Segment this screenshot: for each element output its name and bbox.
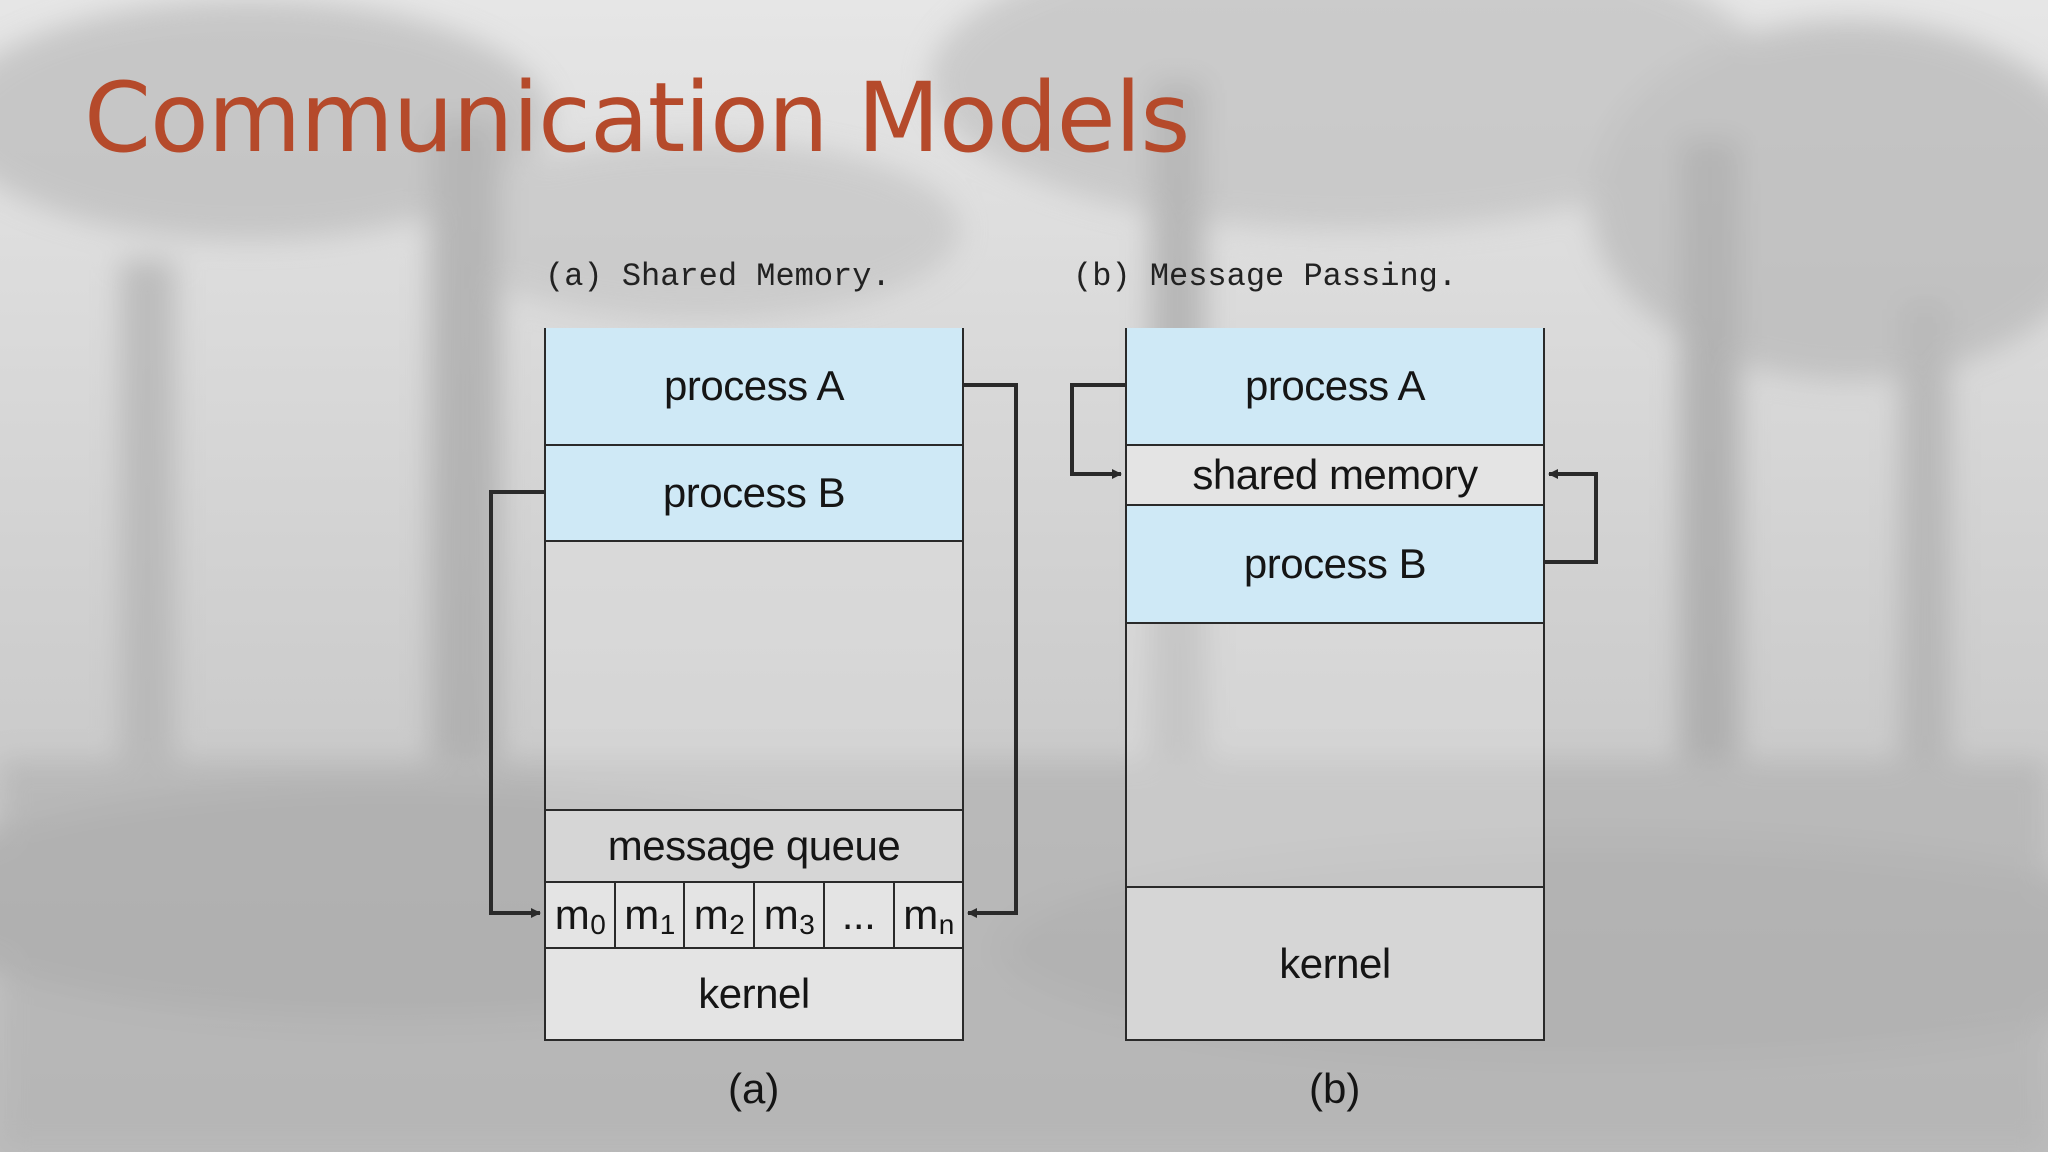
queue-cell-base: m bbox=[693, 891, 729, 938]
message-queue-block: message queue bbox=[546, 809, 962, 881]
process-b-block: process B bbox=[546, 444, 962, 540]
queue-cell-subscript: 3 bbox=[799, 909, 815, 940]
queue-cell-base: m bbox=[903, 891, 938, 938]
queue-cell-subscript: 0 bbox=[590, 909, 606, 940]
process-a-block: process A bbox=[1127, 328, 1543, 444]
queue-cell-subscript: n bbox=[938, 909, 955, 940]
queue-cell-base: m bbox=[554, 891, 590, 938]
free-space-block bbox=[1127, 622, 1543, 886]
queue-cell-ellipsis: ... bbox=[825, 883, 895, 947]
process-b-block: process B bbox=[1127, 504, 1543, 622]
free-space-block bbox=[546, 540, 962, 809]
queue-cell-subscript: 2 bbox=[729, 909, 745, 940]
message-passing-heading: (b) Message Passing. bbox=[1073, 258, 1458, 295]
queue-cell-base: ... bbox=[841, 891, 876, 938]
caption-a: (a) bbox=[728, 1065, 780, 1112]
process-a-block: process A bbox=[546, 328, 962, 444]
slide-title: Communication Models bbox=[84, 62, 1190, 174]
queue-cell-subscript: 1 bbox=[659, 909, 676, 940]
shared-memory-heading: (a) Shared Memory. bbox=[545, 258, 891, 295]
queue-cell-base: m bbox=[624, 891, 659, 938]
memory-layout-b: process A shared memory process B kernel bbox=[1125, 328, 1545, 1041]
kernel-block-b: kernel bbox=[1127, 886, 1543, 1039]
queue-cell-base: m bbox=[763, 891, 799, 938]
kernel-block-a: kernel bbox=[546, 947, 962, 1039]
shared-memory-block: shared memory bbox=[1127, 444, 1543, 504]
caption-b: (b) bbox=[1309, 1065, 1361, 1112]
